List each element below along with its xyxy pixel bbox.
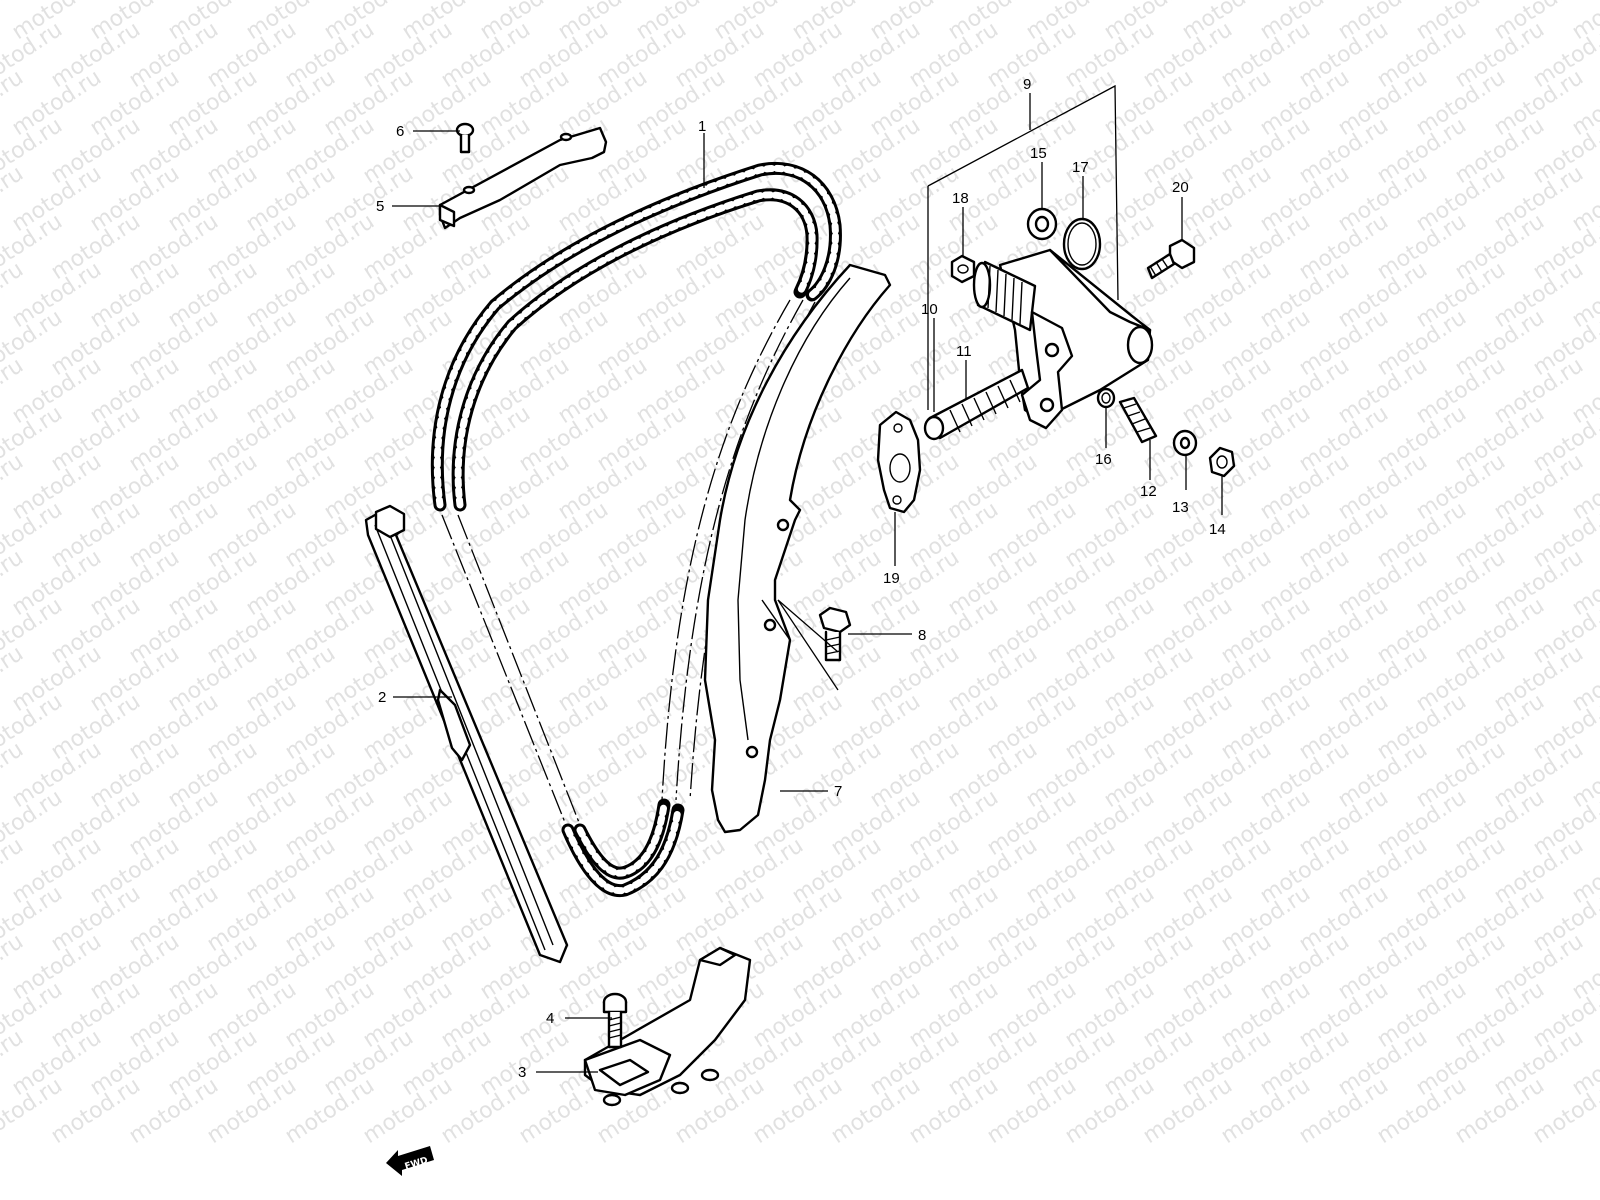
chain-guide-front[interactable] (364, 504, 569, 964)
o-ring-small[interactable] (1096, 387, 1116, 409)
screw-top-guide[interactable] (455, 122, 475, 154)
o-ring-large[interactable] (1062, 217, 1102, 271)
callout-13: 13 (1172, 499, 1189, 516)
callout-4: 4 (546, 1010, 554, 1027)
fwd-direction-badge: FWD (386, 1146, 434, 1176)
callout-18: 18 (952, 190, 969, 207)
callout-20: 20 (1172, 179, 1189, 196)
lock-nut[interactable] (1026, 207, 1058, 241)
washer[interactable] (1172, 429, 1198, 457)
callout-7: 7 (834, 783, 842, 800)
callout-8: 8 (918, 627, 926, 644)
callout-11: 11 (956, 343, 972, 360)
chain-guide-rear[interactable] (703, 263, 892, 834)
callout-14: 14 (1209, 521, 1226, 538)
callout-1: 1 (698, 118, 706, 135)
callout-6: 6 (396, 123, 404, 140)
nut-small[interactable] (950, 254, 976, 284)
callout-15: 15 (1030, 145, 1047, 162)
callout-12: 12 (1140, 483, 1157, 500)
tensioner-assembly[interactable] (927, 84, 1154, 430)
callout-19: 19 (883, 570, 900, 587)
nut[interactable] (1208, 446, 1236, 478)
callout-3: 3 (518, 1064, 526, 1081)
tensioner-gasket[interactable] (876, 410, 922, 514)
callout-5: 5 (376, 198, 384, 215)
callout-17: 17 (1072, 159, 1089, 176)
callout-2: 2 (378, 689, 386, 706)
chain-guide-holder[interactable] (583, 946, 752, 1107)
callout-labels: 1 2 3 4 5 6 7 8 9 10 11 12 13 14 15 16 1… (376, 76, 1226, 1081)
tensioner-spring[interactable] (949, 379, 1021, 433)
stud[interactable] (1118, 396, 1158, 444)
bolt-rear-guide[interactable] (777, 599, 852, 691)
callout-16: 16 (1095, 451, 1112, 468)
bolt-guide-holder[interactable] (602, 992, 628, 1049)
chain-guide-top[interactable] (438, 126, 608, 230)
leader-lines (392, 93, 1223, 1073)
callout-10: 10 (921, 301, 938, 318)
callout-9: 9 (1023, 76, 1031, 93)
